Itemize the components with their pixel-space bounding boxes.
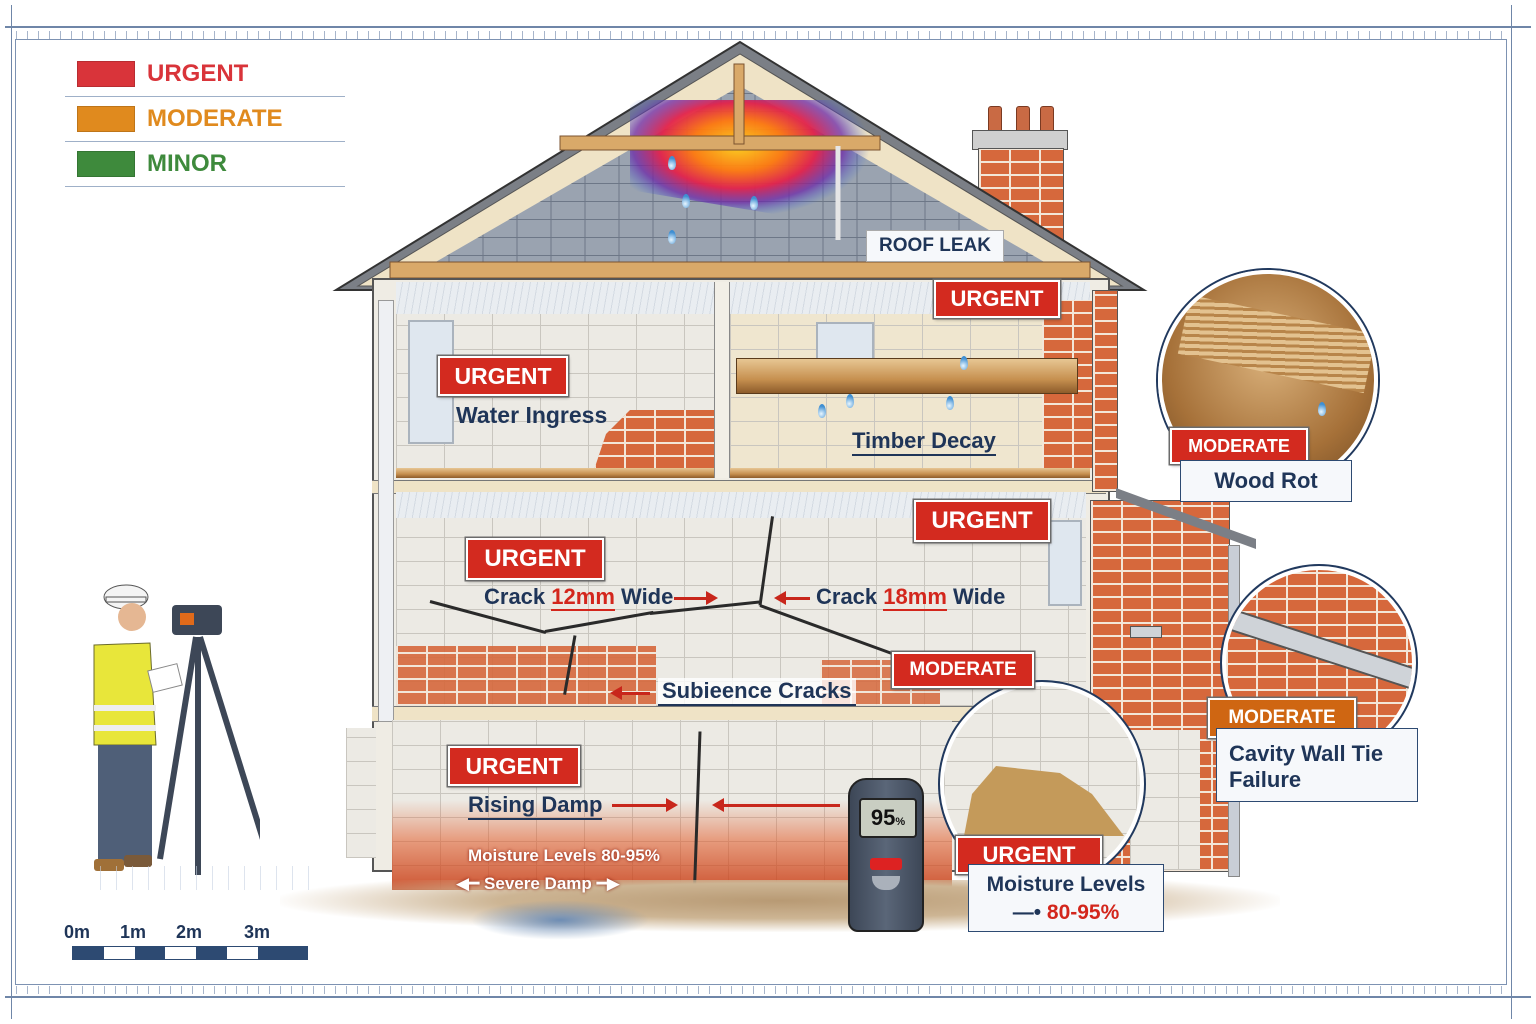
arrow-right-icon [612,798,678,812]
wood-rot-severity-tag: MODERATE [1170,428,1308,464]
crack-suffix: Wide [621,584,674,609]
crack-width-value: 18mm [883,584,947,611]
moisture-value-row: —• 80-95% [1012,901,1120,924]
meter-button [870,858,902,870]
roof-leak-label: ROOF LEAK [866,230,1004,262]
cavity-wall-tie-label: Cavity Wall Tie Failure [1216,728,1418,802]
crack-width-value: 12mm [551,584,615,611]
scale-tick-label: 1m [120,922,147,942]
wood-rot-label: Wood Rot [1180,460,1352,502]
crack-18mm-label: Crack 18mm Wide [816,584,1006,611]
decayed-timber-beam [736,358,1078,394]
ceiling [396,282,714,314]
cavity-wall-label-line1: Cavity Wall Tie [1229,741,1384,766]
moisture-levels-box: Moisture Levels —• 80-95% [968,864,1164,932]
urgent-swatch [77,61,135,87]
subsidence-cracks-label: Subieence Cracks [658,678,856,706]
surveyor-with-tripod-icon [93,584,260,875]
crack-prefix: Crack [816,584,878,609]
legend-item-moderate: MODERATE [65,97,345,142]
water-drop-icon [750,196,758,210]
scale-tick-label: 2m [176,922,203,942]
roof [332,40,1148,291]
rising-damp-severity-tag: URGENT [448,746,580,786]
arrow-left-icon [774,591,810,605]
wall-tie [1226,605,1412,697]
double-arrow-icon: ━▶ [596,874,620,893]
crack-suffix: Wide [953,584,1006,609]
ruler-top [16,31,1506,39]
puddle [470,900,650,940]
scale-bar [72,946,308,960]
window [816,322,874,362]
crack-18mm-severity-tag: URGENT [914,500,1050,542]
arrow-left-icon [610,686,650,700]
basement-pier [346,728,376,858]
frame-line-right [1511,5,1512,1019]
crack-12mm-severity-tag: URGENT [466,538,604,580]
meter-button [872,876,900,890]
moisture-label: Moisture Levels [986,873,1146,896]
scale-bar-labels: 0m 1m 2m 3m [64,922,294,944]
arrow-left-icon [712,798,840,812]
legend-item-minor: MINOR [65,142,345,187]
scale-tick-label: 0m [64,922,91,942]
water-drop-icon [818,404,826,418]
side-wall [1092,290,1118,492]
wall-tie-callout-anchor [1130,626,1162,638]
rotten-timber [1177,294,1374,394]
severe-damp-overlay: ◀━ Severe Damp ━▶ [456,874,620,894]
minor-swatch [77,151,135,177]
frame-line-left [11,5,12,1019]
timber-decay-label: Timber Decay [852,428,996,456]
water-drop-icon [682,194,690,208]
moisture-value: 80-95% [1046,901,1120,924]
crumbling-masonry [964,766,1124,836]
water-drop-icon [668,230,676,244]
legend-item-urgent: URGENT [65,52,345,97]
partition-wall [714,282,730,478]
water-drop-icon [668,156,676,170]
crack-prefix: Crack [484,584,546,609]
legend-label-moderate: MODERATE [147,105,283,132]
meter-display: 95% [859,798,917,838]
legend-label-urgent: URGENT [147,60,249,87]
arrow-right-icon [674,591,718,605]
water-ingress-severity-tag: URGENT [438,356,568,396]
ruler-bottom [16,986,1506,994]
ground-grid [100,866,310,890]
moisture-levels-overlay: Moisture Levels 80-95% [468,846,660,865]
moisture-meter-icon: 95% [848,778,924,932]
rising-damp-label: Rising Damp [468,792,603,820]
water-drop-icon [946,396,954,410]
floor-joist [396,468,714,478]
frame-line-top [5,26,1531,28]
water-drop-icon [1318,402,1326,416]
cavity-wall-label-line2: Failure [1229,767,1302,792]
water-drop-icon [960,356,968,370]
severity-legend: URGENT MODERATE MINOR [65,52,345,187]
water-ingress-label: Water Ingress [456,402,608,428]
floor-joist [730,468,1090,478]
drawing-border [15,39,1507,985]
window [1048,520,1082,606]
downpipe [378,300,394,722]
legend-label-minor: MINOR [147,150,227,177]
double-arrow-icon: ◀━ [456,874,480,893]
severe-damp-text: Severe Damp [484,874,592,893]
timber-decay-severity-tag: URGENT [934,280,1060,318]
foundation-severity-tag: MODERATE [892,652,1034,688]
crack-12mm-label: Crack 12mm Wide [484,584,674,611]
frame-line-bottom [5,996,1531,998]
water-drop-icon [846,394,854,408]
scale-tick-label: 3m [244,922,271,942]
moderate-swatch [77,106,135,132]
